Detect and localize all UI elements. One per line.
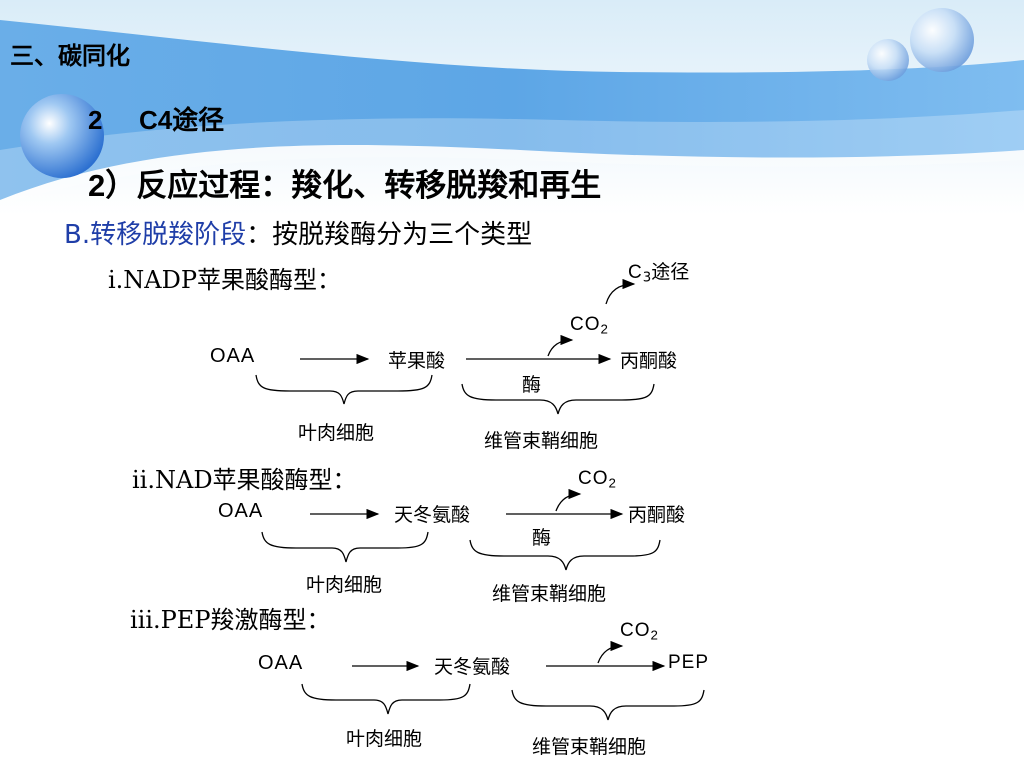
type-1-middle: 苹果酸 bbox=[388, 350, 446, 372]
type-2-co2-release bbox=[555, 488, 582, 512]
type-2-middle: 天冬氨酸 bbox=[394, 504, 471, 526]
topic-title: 2）反应过程：羧化、转移脱羧和再生 bbox=[88, 168, 602, 203]
type-1-start: OAA bbox=[210, 345, 256, 367]
subsection-heading: 2 C4途径 bbox=[88, 100, 224, 137]
section-title: 三、碳同化 bbox=[10, 43, 130, 70]
type-2-end: 丙酮酸 bbox=[628, 504, 686, 526]
type-1-c3-pathway: C3途径 bbox=[628, 261, 690, 286]
type-2-brace-left bbox=[261, 531, 429, 563]
intro-line: B.转移脱羧阶段：按脱羧酶分为三个类型 bbox=[64, 214, 532, 251]
intro-text: ：按脱羧酶分为三个类型 bbox=[246, 220, 533, 250]
type-1-c3-arrow bbox=[605, 278, 636, 305]
type-1-co2-release bbox=[547, 334, 574, 357]
type-3-title: ⅲ.PEP羧激酶型： bbox=[130, 606, 331, 634]
type-3-start: OAA bbox=[258, 652, 304, 674]
type-3-co2-release bbox=[597, 640, 624, 664]
type-3-co2: CO2 bbox=[620, 620, 659, 643]
type-2-start: OAA bbox=[218, 500, 264, 522]
type-1-brace-left bbox=[255, 374, 433, 405]
type-1-co2: CO2 bbox=[570, 314, 609, 337]
type-3-brace-right bbox=[511, 689, 705, 721]
intro-label: B.转移脱羧阶段 bbox=[64, 220, 247, 250]
type-3-cell-left: 叶肉细胞 bbox=[346, 728, 423, 750]
subsection-title: C4途径 bbox=[138, 105, 225, 135]
type-2-cell-right: 维管束鞘细胞 bbox=[492, 583, 607, 605]
header-banner bbox=[0, 0, 1024, 215]
type-1-title: ⅰ.NADP苹果酸酶型： bbox=[108, 266, 342, 294]
type-3-cell-right: 维管束鞘细胞 bbox=[532, 736, 647, 758]
type-2-co2: CO2 bbox=[578, 468, 617, 491]
type-3-brace-left bbox=[301, 683, 471, 715]
subsection-number: 2 bbox=[88, 105, 103, 135]
type-1-brace-right bbox=[461, 383, 655, 415]
type-2-brace-right bbox=[469, 539, 661, 571]
type-2-title: ⅱ.NAD苹果酸酶型： bbox=[132, 466, 357, 494]
type-2-cell-left: 叶肉细胞 bbox=[306, 574, 383, 596]
type-1-end: 丙酮酸 bbox=[620, 350, 678, 372]
type-1-cell-left: 叶肉细胞 bbox=[298, 422, 375, 444]
type-3-end: PEP bbox=[668, 652, 710, 673]
type-1-enzyme: 酶 bbox=[522, 374, 542, 396]
type-3-middle: 天冬氨酸 bbox=[434, 656, 511, 678]
type-1-cell-right: 维管束鞘细胞 bbox=[484, 430, 599, 452]
type-2-enzyme: 酶 bbox=[532, 527, 552, 549]
